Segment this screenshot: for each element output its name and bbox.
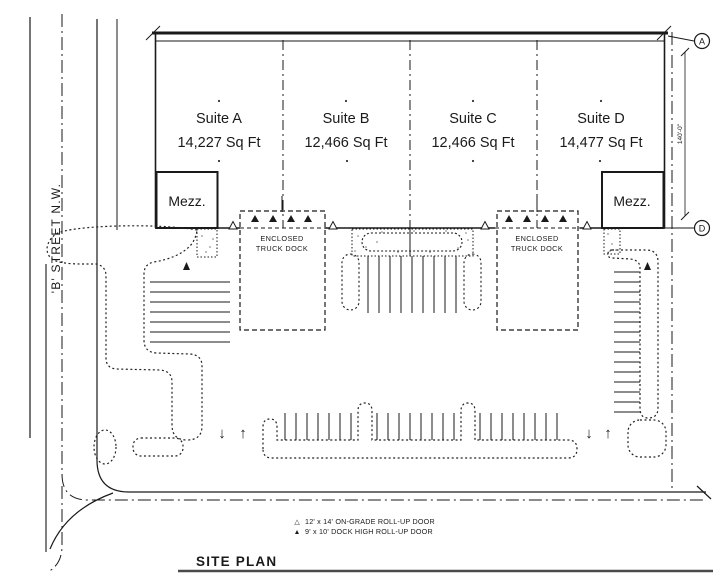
suite-survey-dot	[471, 99, 475, 103]
centre-dock-end-island-left	[341, 253, 360, 311]
parking-stalls-east	[614, 271, 640, 413]
parking-stalls-south	[284, 413, 558, 440]
centre-dock-lanes	[367, 256, 457, 313]
corner-tick-right	[656, 25, 672, 41]
street-edge-inner	[96, 19, 706, 493]
grid-dimension	[665, 32, 711, 237]
street-end-tick	[696, 485, 712, 500]
landscape-strip-west	[46, 225, 203, 441]
centre-dock-end-island-right	[463, 253, 482, 311]
street-lines	[29, 14, 712, 573]
suite-c-area: 12,466 Sq Ft	[431, 135, 514, 151]
flow-arrow-down-east: ↓	[585, 425, 593, 442]
truck-dock-left-label-line2: TRUCK DOCK	[256, 244, 308, 253]
driveway-curve	[49, 492, 114, 550]
landscape-marker-left	[183, 262, 190, 270]
suite-d-name: Suite D	[577, 111, 625, 127]
grid-bubble-a	[693, 32, 711, 50]
parking-stalls	[150, 271, 640, 440]
grid-letter-a: A	[699, 37, 705, 47]
dimension-text: 140'-0"	[677, 123, 684, 144]
landscape-island-southwest	[93, 429, 117, 465]
ramp-left	[196, 228, 218, 258]
street-centerline-vertical	[61, 14, 705, 501]
dock-high-door-markers	[183, 215, 651, 270]
truck-docks	[183, 210, 651, 331]
legend-symbol-dock-high: ▲	[294, 529, 301, 536]
flow-arrow-up-east: ↑	[604, 425, 612, 442]
suite-survey-dot	[345, 159, 349, 163]
corner-tick-left	[145, 25, 161, 41]
parking-stalls-west	[150, 281, 230, 343]
building	[145, 25, 672, 256]
suite-survey-dot	[471, 159, 475, 163]
landscape-strip-east	[607, 249, 659, 419]
suite-b-name: Suite B	[323, 111, 370, 127]
flow-arrow-up-west: ↑	[239, 425, 247, 442]
grid-letter-d: D	[699, 224, 706, 234]
suite-survey-dot	[217, 99, 221, 103]
suite-a-area: 14,227 Sq Ft	[177, 135, 260, 151]
grid-bubble-d	[693, 219, 711, 237]
suite-survey-dot	[344, 99, 348, 103]
truck-dock-left-outline	[239, 210, 326, 331]
legend-symbol-on-grade: △	[294, 519, 300, 526]
ramp-right	[603, 228, 621, 255]
mezzanine-right-label: Mezz.	[613, 193, 650, 209]
landscape-strip-south	[262, 402, 578, 459]
suite-d-area: 14,477 Sq Ft	[559, 135, 642, 151]
mezzanine-left-label: Mezz.	[168, 193, 205, 209]
suite-a-name: Suite A	[196, 111, 242, 127]
truck-dock-right-label-line2: TRUCK DOCK	[511, 244, 563, 253]
legend-text-on-grade: 12' x 14' ON-GRADE ROLL-UP DOOR	[305, 517, 435, 526]
labels: Suite A 14,227 Sq Ft Suite B 12,466 Sq F…	[49, 37, 706, 570]
dimension-tick-bottom	[680, 211, 690, 221]
suite-c-name: Suite C	[449, 111, 497, 127]
landscape-island-southeast	[627, 419, 667, 458]
truck-dock-right-outline	[496, 210, 579, 331]
suite-survey-dot	[599, 99, 603, 103]
suite-survey-dot	[598, 159, 602, 163]
drawing-title: SITE PLAN	[196, 554, 277, 569]
mezzanine-right-outline	[601, 171, 665, 229]
landscape-island-south-small	[132, 437, 184, 457]
truck-dock-right-label-line1: ENCLOSED	[515, 234, 558, 243]
suite-survey-dot	[217, 159, 221, 163]
legend-text-dock-high: 9' x 10' DOCK HIGH ROLL-UP DOOR	[305, 527, 433, 536]
landscape-strips	[46, 225, 667, 465]
centre-dock-apron	[351, 228, 474, 257]
stipple-speckles	[201, 230, 617, 253]
street-name-label: 'B' STREET N.W.	[49, 183, 63, 293]
centre-dock-island	[361, 232, 463, 252]
street-centerline-tail	[47, 486, 63, 573]
landscape-marker-right	[644, 262, 651, 270]
grid-a-leader	[667, 35, 695, 42]
suite-b-area: 12,466 Sq Ft	[304, 135, 387, 151]
flow-arrow-down-west: ↓	[218, 425, 226, 442]
on-grade-door-markers	[228, 220, 592, 230]
truck-dock-left-label-line1: ENCLOSED	[260, 234, 303, 243]
dimension-tick-top	[680, 47, 690, 57]
